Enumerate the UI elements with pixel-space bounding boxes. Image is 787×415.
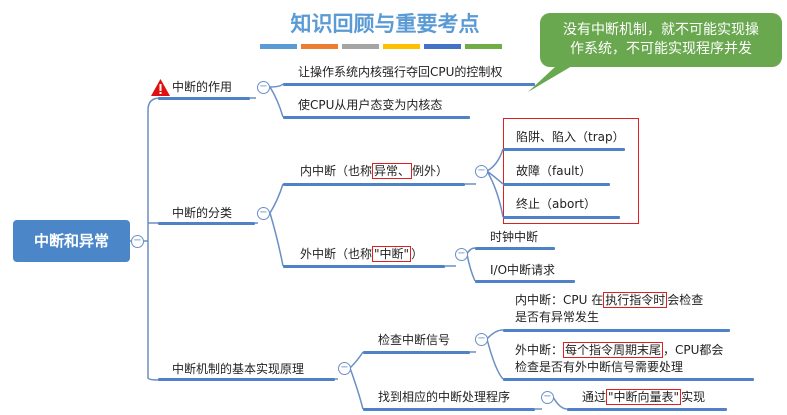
node-check-internal[interactable]: 内中断：CPU 在执行指令时会检查是否有异常发生 — [515, 292, 703, 326]
text: 会检查 — [667, 293, 704, 307]
highlight: "中断向量表" — [606, 389, 682, 405]
title-bar-darkblue — [424, 44, 461, 49]
underline — [503, 216, 620, 219]
underline — [475, 280, 575, 283]
collapse-icon[interactable]: − — [131, 235, 144, 248]
node-role-1[interactable]: 让操作系统内核强行夺回CPU的控制权 — [298, 65, 503, 79]
underline — [283, 83, 535, 86]
text: 通过 — [582, 390, 607, 404]
warning-icon — [151, 79, 170, 96]
underline — [283, 116, 470, 119]
underline — [503, 329, 730, 332]
underline — [283, 265, 445, 268]
text: 内中断：CPU 在 — [515, 293, 604, 307]
collapse-icon[interactable]: − — [475, 165, 488, 178]
node-internal-interrupt[interactable]: 内中断（也称异常、例外） — [300, 163, 448, 180]
title-bar-gray — [342, 44, 379, 49]
node-fault[interactable]: 故障（fault） — [516, 164, 592, 178]
underline — [503, 378, 754, 381]
text: 是否有异常发生 — [515, 310, 600, 324]
underline — [158, 222, 255, 225]
highlight: "中断" — [372, 246, 412, 262]
node-clock-interrupt[interactable]: 时钟中断 — [490, 230, 539, 244]
underline — [475, 247, 555, 250]
node-io-interrupt[interactable]: I/O中断请求 — [490, 263, 556, 277]
node-trap[interactable]: 陷阱、陷入（trap） — [516, 130, 625, 144]
callout-line: 没有中断机制，就不可能实现操 — [563, 22, 759, 38]
collapse-icon[interactable]: − — [338, 362, 351, 375]
callout-bubble: 没有中断机制，就不可能实现操作系统，不可能实现程序并发 — [540, 13, 782, 67]
node-interrupt-role[interactable]: 中断的作用 — [172, 80, 233, 94]
text: 检查是否有外中断信号需要处理 — [515, 360, 684, 374]
text: 内中断（也称 — [300, 164, 373, 178]
collapse-icon[interactable]: − — [475, 333, 488, 346]
node-abort[interactable]: 终止（abort） — [516, 197, 596, 211]
node-check-external[interactable]: 外中断：每个指令周期末尾，CPU都会检查是否有外中断信号需要处理 — [515, 342, 723, 376]
callout-tail — [528, 66, 572, 92]
highlight: 每个指令周期末尾 — [563, 342, 664, 358]
highlight: 执行指令时 — [603, 292, 668, 308]
underline — [158, 378, 335, 381]
page-title: 知识回顾与重要考点 — [290, 12, 480, 36]
text: ，CPU都会 — [663, 343, 724, 357]
underline — [283, 183, 465, 186]
node-mechanism[interactable]: 中断机制的基本实现原理 — [172, 362, 305, 376]
text: 外中断（也称 — [300, 247, 373, 261]
title-bar-blue — [260, 44, 297, 49]
root-node[interactable]: 中断和异常 — [13, 220, 130, 262]
title-bar-orange — [301, 44, 338, 49]
underline — [503, 183, 610, 186]
node-find-handler[interactable]: 找到相应的中断处理程序 — [378, 390, 511, 404]
underline — [567, 408, 727, 411]
highlight-box — [503, 118, 639, 224]
text: 例外） — [412, 164, 449, 178]
callout-line: 作系统，不可能实现程序并发 — [570, 41, 752, 57]
underline — [158, 97, 250, 100]
node-role-2[interactable]: 使CPU从用户态变为内核态 — [298, 98, 443, 112]
title-bar-yellow — [383, 44, 420, 49]
title-bar-green — [465, 44, 502, 49]
collapse-icon[interactable]: − — [257, 81, 270, 94]
text: 实现 — [681, 390, 706, 404]
collapse-icon[interactable]: − — [257, 207, 270, 220]
underline — [363, 408, 535, 411]
underline — [503, 148, 625, 151]
collapse-icon[interactable]: − — [541, 391, 554, 404]
node-check-signal[interactable]: 检查中断信号 — [378, 333, 451, 347]
text: 外中断： — [515, 343, 564, 357]
node-interrupt-classify[interactable]: 中断的分类 — [172, 206, 233, 220]
node-vector-table[interactable]: 通过"中断向量表"实现 — [582, 389, 705, 406]
highlight: 异常、 — [372, 163, 413, 179]
underline — [363, 351, 470, 354]
node-external-interrupt[interactable]: 外中断（也称"中断"） — [300, 246, 423, 263]
text: ） — [411, 247, 424, 261]
collapse-icon[interactable]: − — [455, 248, 468, 261]
